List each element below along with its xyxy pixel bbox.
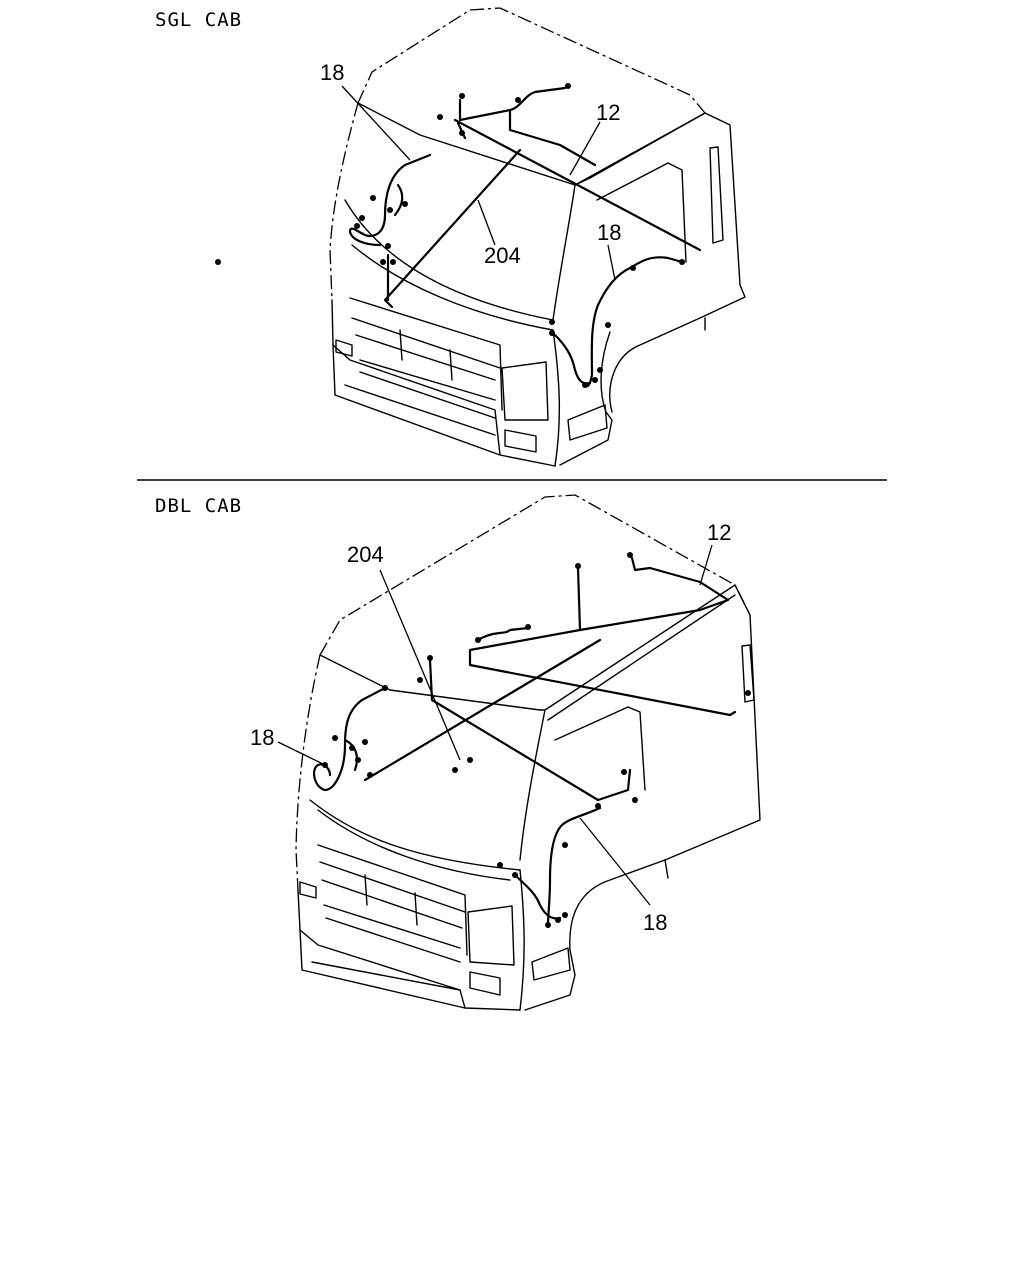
sgl-cab-section: SGL CAB (155, 7, 746, 467)
dbl-cab-label: DBL CAB (155, 495, 242, 517)
callout-18-dbl-left: 18 (250, 725, 274, 750)
dbl-cab-body-drawing (295, 494, 761, 1011)
dbl-cab-leaders (277, 544, 713, 906)
callout-12-sgl: 12 (596, 100, 620, 125)
callout-12-dbl: 12 (707, 520, 731, 545)
sgl-cab-leaders (341, 85, 616, 281)
dbl-cab-section: DBL CAB (155, 494, 761, 1011)
callout-18-dbl-right: 18 (643, 910, 667, 935)
sgl-cab-body-drawing (329, 7, 746, 467)
callout-18-sgl-right: 18 (597, 220, 621, 245)
dbl-cab-harness (312, 552, 751, 928)
sgl-cab-harness (215, 83, 702, 388)
callout-18-sgl-left: 18 (320, 60, 344, 85)
callout-204-dbl: 204 (347, 542, 384, 567)
callout-204-sgl: 204 (484, 243, 521, 268)
sgl-cab-label: SGL CAB (155, 9, 242, 31)
